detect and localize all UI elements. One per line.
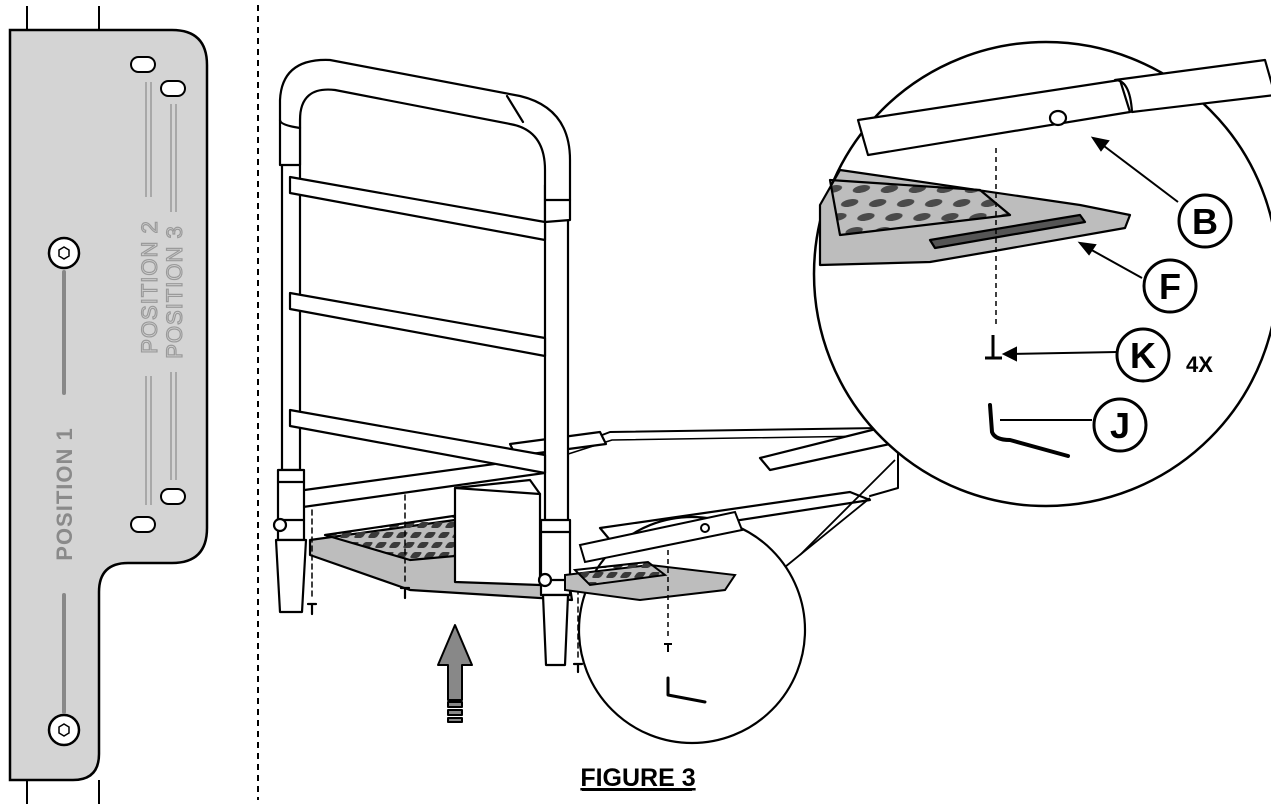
up-arrow-icon <box>437 624 473 723</box>
plate-outline <box>8 28 209 782</box>
svg-text:K: K <box>1130 335 1156 376</box>
slot-hole <box>130 56 156 73</box>
slot-hole <box>130 516 156 533</box>
svg-text:J: J <box>1110 405 1130 446</box>
mounting-plate: POSITION 1 POSITION 2 POSITION 3 <box>8 6 209 804</box>
callout-k-quantity: 4X <box>1186 352 1213 377</box>
bolt-icon <box>47 713 81 747</box>
position-3-label: POSITION 3 <box>162 225 187 358</box>
small-detail-view <box>564 459 896 745</box>
slot-hole <box>160 488 186 505</box>
position-2-label: POSITION 2 <box>137 220 162 353</box>
callout-j: J <box>1092 397 1148 453</box>
figure-caption: FIGURE 3 <box>580 764 695 792</box>
bolt-icon <box>47 236 81 270</box>
slot-hole <box>160 80 186 97</box>
callout-b: B <box>1177 193 1233 249</box>
callout-k: K <box>1115 327 1171 383</box>
svg-text:F: F <box>1159 266 1181 307</box>
position-1-label: POSITION 1 <box>52 427 77 560</box>
svg-text:B: B <box>1192 201 1218 242</box>
callout-f: F <box>1142 258 1198 314</box>
large-detail-view <box>812 40 1271 508</box>
callout-arrows <box>1000 136 1179 421</box>
